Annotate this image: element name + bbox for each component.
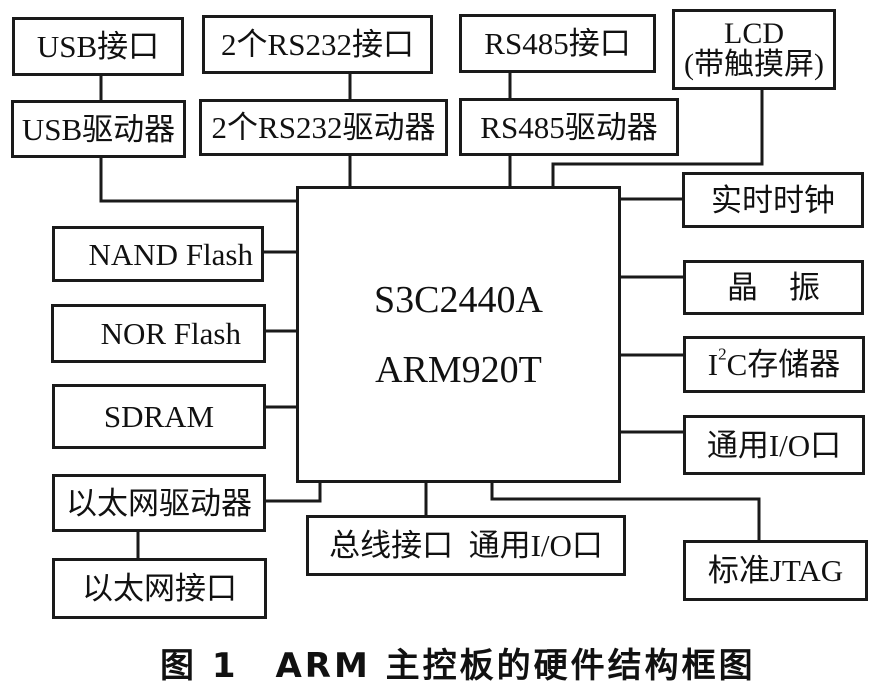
nand-flash-block: NAND Flash xyxy=(52,226,264,282)
bus-gpio-block: 总线接口 通用I/O口 xyxy=(306,515,626,576)
rs485-driver-label: RS485驱动器 xyxy=(480,109,658,145)
figure-caption: 图 1 ARM 主控板的硬件结构框图 xyxy=(160,646,756,686)
usb-interface-block: USB接口 xyxy=(12,17,184,76)
lcd-block: LCD (带触摸屏) xyxy=(672,9,836,90)
lcd-touchscreen-label: (带触摸屏) xyxy=(684,47,824,81)
jtag-block: 标准JTAG xyxy=(683,540,868,601)
gpio-right-block: 通用I/O口 xyxy=(683,415,865,475)
i2c-memory-block: I2C存储器 xyxy=(683,336,865,393)
crystal-oscillator-label: 晶 振 xyxy=(727,270,820,305)
nor-flash-block: NOR Flash xyxy=(51,304,266,363)
cpu-block: S3C2440A ARM920T xyxy=(296,186,621,483)
i2c-prefix: I xyxy=(707,347,719,382)
rs232-driver-block: 2个RS232驱动器 xyxy=(199,99,448,156)
connector-jtag xyxy=(490,482,761,540)
jtag-label: 标准JTAG xyxy=(707,553,844,588)
usb-driver-block: USB驱动器 xyxy=(11,100,186,158)
bus-gpio-label: 总线接口 通用I/O口 xyxy=(329,528,603,563)
connector-ethernet-driver-cpu xyxy=(265,482,322,503)
i2c-suffix: C存储器 xyxy=(726,347,841,382)
connector-lcd-cpu xyxy=(551,89,764,187)
sdram-block: SDRAM xyxy=(52,384,266,449)
i2c-superscript: 2 xyxy=(718,344,727,364)
i2c-memory-label: I2C存储器 xyxy=(707,346,841,382)
lcd-label: LCD xyxy=(724,16,784,50)
crystal-oscillator-block: 晶 振 xyxy=(683,260,864,315)
sdram-label: SDRAM xyxy=(103,399,215,434)
nor-flash-label: NOR Flash xyxy=(100,316,241,351)
ethernet-driver-label: 以太网驱动器 xyxy=(66,485,252,521)
rs232-driver-label: 2个RS232驱动器 xyxy=(211,110,436,145)
cpu-core: ARM920T xyxy=(375,348,542,391)
connector-usb-driver-cpu xyxy=(99,157,298,203)
cpu-model: S3C2440A xyxy=(374,278,543,321)
nand-flash-label: NAND Flash xyxy=(88,236,253,272)
rs232-interface-label: 2个RS232接口 xyxy=(221,27,414,62)
gpio-right-label: 通用I/O口 xyxy=(706,427,842,463)
rs485-interface-block: RS485接口 xyxy=(459,14,656,73)
rtc-label: 实时时钟 xyxy=(711,182,835,218)
rs485-interface-label: RS485接口 xyxy=(484,26,631,61)
ethernet-interface-label: 以太网接口 xyxy=(82,571,237,606)
ethernet-driver-block: 以太网驱动器 xyxy=(52,474,266,532)
usb-driver-label: USB驱动器 xyxy=(21,111,176,147)
rs232-interface-block: 2个RS232接口 xyxy=(202,15,433,74)
usb-interface-label: USB接口 xyxy=(36,29,160,64)
rs485-driver-block: RS485驱动器 xyxy=(459,98,679,156)
rtc-block: 实时时钟 xyxy=(682,172,864,228)
ethernet-interface-block: 以太网接口 xyxy=(52,558,267,619)
